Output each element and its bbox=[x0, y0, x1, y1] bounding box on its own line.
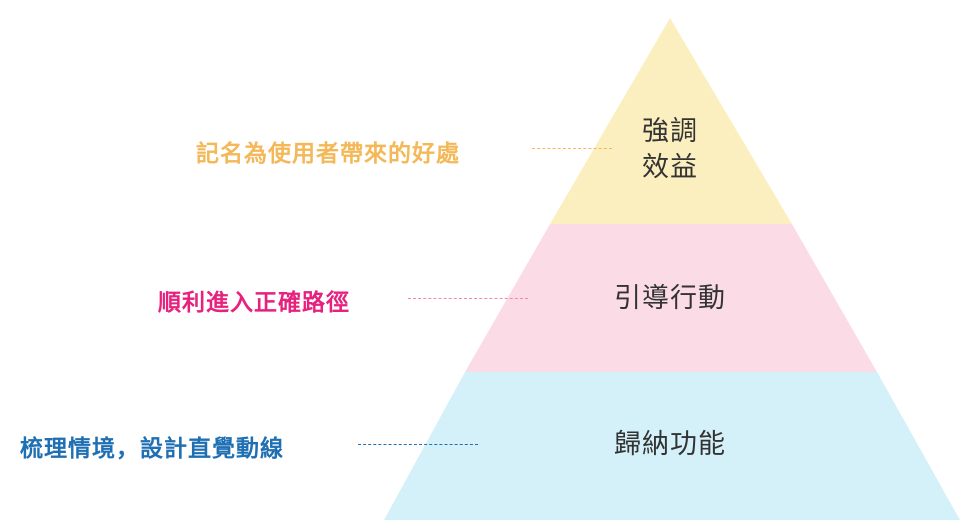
tier-top-label-line2: 效益 bbox=[642, 152, 698, 183]
tier-top-label: 強調 效益 bbox=[620, 114, 720, 186]
tier-bottom-connector bbox=[358, 444, 478, 445]
pyramid-tier-middle bbox=[465, 224, 877, 372]
tier-middle-note: 順利進入正確路徑 bbox=[158, 290, 350, 316]
pyramid-tier-top bbox=[550, 18, 792, 224]
tier-top-label-line1: 強調 bbox=[642, 116, 698, 147]
tier-bottom-note: 梳理情境，設計直覺動線 bbox=[20, 436, 284, 462]
tier-top-connector bbox=[532, 148, 612, 149]
pyramid-tier-bottom bbox=[384, 372, 960, 520]
tier-middle-connector bbox=[408, 298, 528, 299]
tier-middle-label: 引導行動 bbox=[614, 283, 726, 314]
tier-bottom-label: 歸納功能 bbox=[614, 429, 726, 460]
tier-top-note: 記名為使用者帶來的好處 bbox=[196, 141, 460, 167]
